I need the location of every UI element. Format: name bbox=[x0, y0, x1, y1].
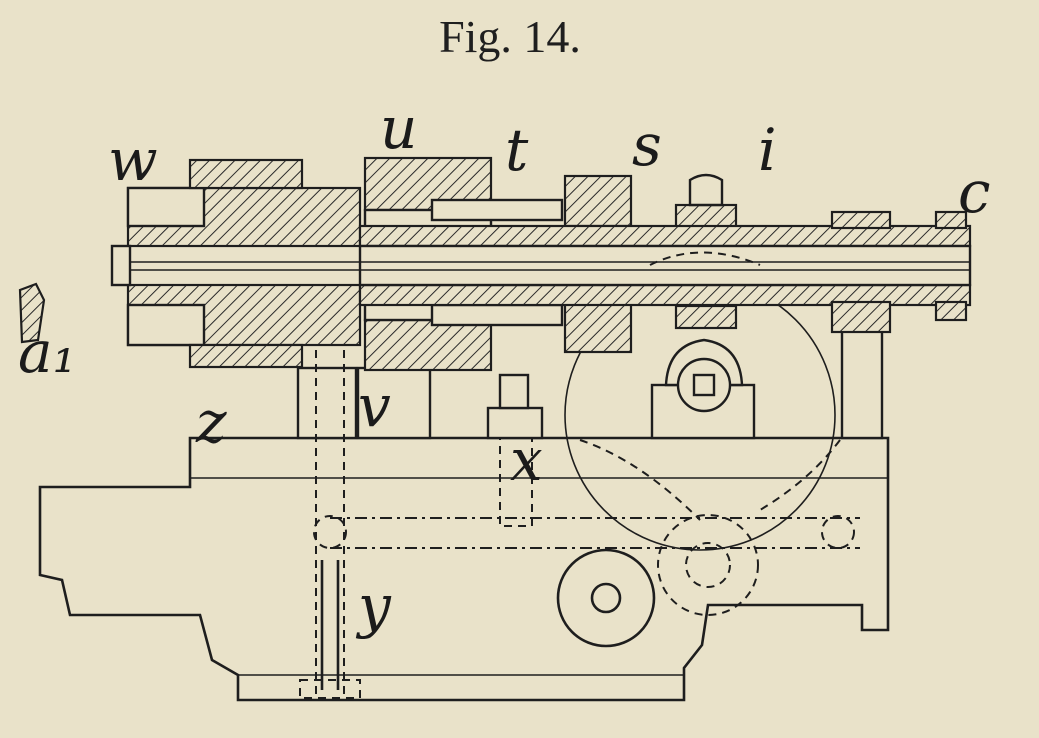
bed-casting bbox=[38, 436, 890, 702]
screw-shaft bbox=[320, 560, 340, 690]
label-z: z bbox=[195, 388, 227, 456]
label-y: y bbox=[355, 572, 392, 640]
label-c: c bbox=[958, 158, 990, 226]
spindle-assembly bbox=[110, 156, 972, 372]
label-a1: a₁ bbox=[18, 318, 76, 386]
label-s: s bbox=[632, 111, 662, 179]
crank-disc bbox=[556, 548, 656, 648]
bracket-i bbox=[664, 173, 744, 413]
label-w: w bbox=[108, 126, 158, 194]
hidden-lines bbox=[299, 251, 860, 699]
label-u: u bbox=[380, 94, 417, 162]
label-t: t bbox=[505, 116, 529, 184]
crank-pin bbox=[590, 582, 622, 614]
shaft-end-a1 bbox=[18, 282, 46, 344]
label-v: v bbox=[358, 372, 391, 440]
figure-caption: Fig. 14. bbox=[439, 11, 581, 62]
label-x: x bbox=[510, 426, 543, 494]
label-i: i bbox=[758, 116, 777, 184]
